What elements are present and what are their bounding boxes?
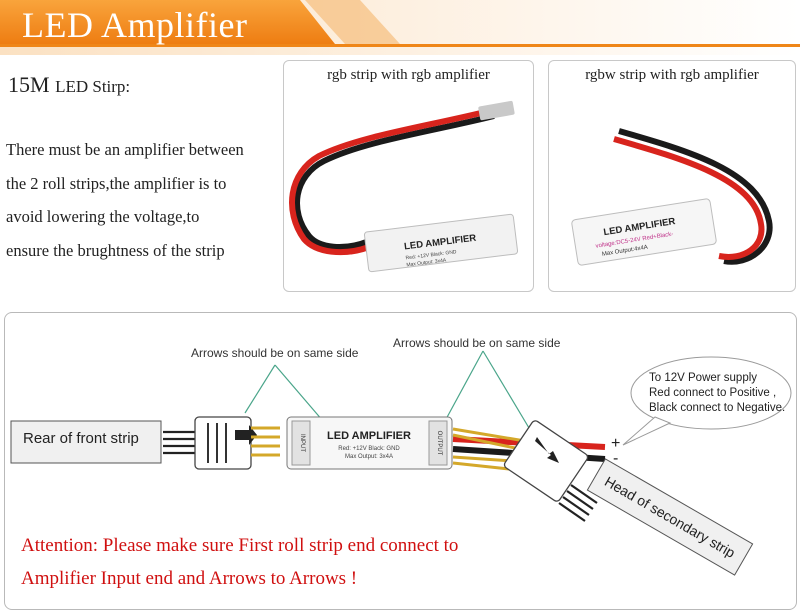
amplifier-input-label: INPUT <box>299 434 305 452</box>
power-note-line: To 12V Power supply <box>649 372 758 384</box>
wiring-diagram: INPUT OUTPUT LED AMPLIFIER Red: +12V Bla… <box>4 312 797 610</box>
positive-terminal-label: + <box>611 435 621 452</box>
banner-title: LED Amplifier <box>22 5 248 45</box>
power-note-line: Black connect to Negative. <box>649 402 786 414</box>
intro-line: avoid lowering the voltage,to <box>6 207 200 226</box>
amplifier-title: LED AMPLIFIER <box>327 430 411 442</box>
photo-rgbw-amplifier: rgbw strip with rgb amplifier LED AMPLIF… <box>548 60 796 292</box>
title-banner <box>0 0 800 55</box>
rgbw-amplifier-illustration: LED AMPLIFIER voltage:DC5-24V Red+Black-… <box>571 128 773 266</box>
attention-line: Attention: Please make sure First roll s… <box>21 535 459 556</box>
wiring-illustration: INPUT OUTPUT LED AMPLIFIER Red: +12V Bla… <box>10 350 792 576</box>
strip-label: LED Stirp: <box>55 77 131 96</box>
amplifier-spec-line: Red: +12V Black: GND <box>338 446 400 452</box>
intro-line: ensure the brughtness of the strip <box>6 240 225 260</box>
attention-line: Amplifier Input end and Arrows to Arrows… <box>21 568 358 589</box>
power-note-line: Red connect to Positive , <box>649 387 777 399</box>
photo-module-line: Max Output: 3x4A <box>406 257 447 268</box>
amplifier-output-label: OUTPUT <box>436 431 442 456</box>
rear-strip-label: Rear of front strip <box>23 430 139 447</box>
power-supply-note: To 12V Power supply Red connect to Posit… <box>649 371 785 416</box>
strip-length: 15M <box>8 72 50 97</box>
intro-line: There must be an amplifier between <box>6 140 244 159</box>
arrow-note-right: Arrows should be on same side <box>393 336 561 350</box>
intro-description: There must be an amplifier between the 2… <box>6 133 286 267</box>
photo-caption: rgbw strip with rgb amplifier <box>585 67 759 83</box>
photo-caption: rgb strip with rgb amplifier <box>327 67 490 83</box>
arrow-note-left: Arrows should be on same side <box>191 346 359 360</box>
amplifier-spec-line: Max Output: 3x4A <box>345 454 393 460</box>
photo-rgb-amplifier: rgb strip with rgb amplifier LED AMPLIFI… <box>283 60 534 292</box>
negative-terminal-label: - <box>613 450 619 467</box>
rgb-amplifier-illustration: LED AMPLIFIER Red: +12V Black: GND Max O… <box>289 100 519 273</box>
intro-heading: 15M LED Stirp: <box>8 72 130 98</box>
intro-line: the 2 roll strips,the amplifier is to <box>6 173 227 193</box>
head-strip-label: Head of secondary strip <box>602 473 738 561</box>
